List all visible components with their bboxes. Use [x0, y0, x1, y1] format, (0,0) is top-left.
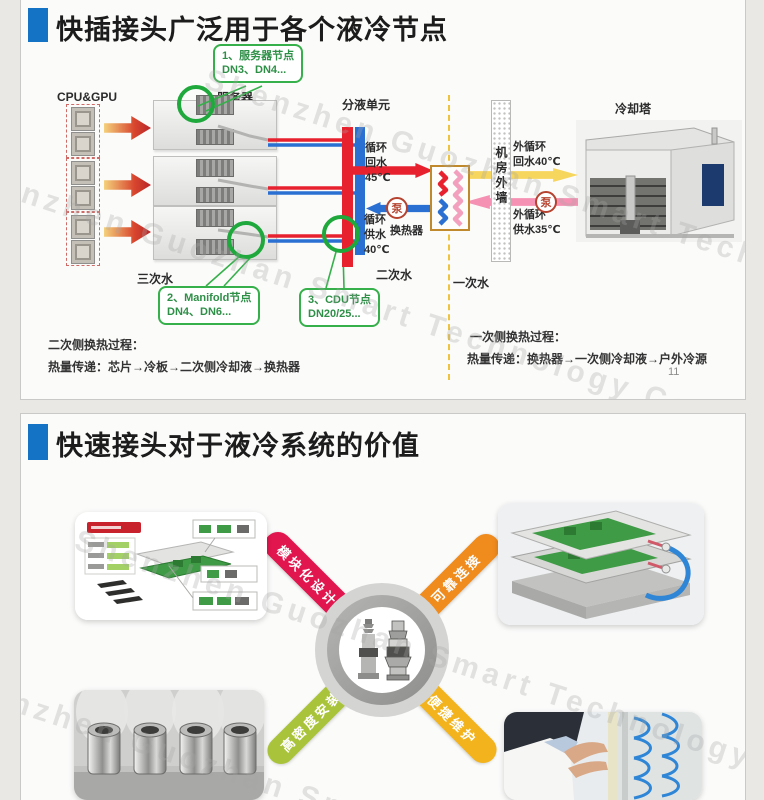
- cpu-chip-group: [66, 158, 100, 212]
- heat-exchanger-box: [430, 165, 470, 231]
- cpu-chip: [71, 240, 95, 264]
- quick-connector-image: [339, 607, 425, 693]
- title-bullet-square: [28, 8, 48, 42]
- primary-process-path: 热量传递：换热器→一次侧冷却液→户外冷源: [467, 352, 708, 366]
- cpu-chip: [71, 215, 95, 239]
- circulation-supply-text: 循环 供水 40℃: [364, 214, 390, 256]
- room-wall: [491, 100, 511, 262]
- secondary-process-path: 热量传递：芯片→冷板→二次侧冷却液→换热器: [48, 360, 301, 374]
- slide1-title: 快插接头广泛用于各个液冷节点: [56, 15, 448, 45]
- title-bullet-square: [28, 424, 48, 460]
- pump-secondary: 泵: [386, 197, 408, 219]
- highlight-circle-server-node: [177, 85, 215, 123]
- label-cooling-tower: 冷却塔: [615, 102, 652, 116]
- slide2-title: 快速接头对于液冷系统的价值: [56, 431, 420, 461]
- label-heat-exchanger: 换热器: [390, 225, 423, 237]
- return-water-arrow: [353, 163, 433, 178]
- easy-maintenance-image: [504, 712, 702, 800]
- circulation-return-text: 循环 回水 45℃: [365, 142, 391, 184]
- ext-supply-text: 外循环 供水35℃: [513, 209, 561, 236]
- cpu-chip: [71, 161, 95, 185]
- cold-plate: [196, 187, 234, 203]
- label-tertiary-water: 三次水: [137, 272, 174, 286]
- primary-process-title: 一次侧换热过程：: [470, 330, 567, 344]
- label-cpu-gpu: CPU&GPU: [57, 90, 118, 104]
- callout-manifold-node: 2、Manifold节点 DN4、DN6...: [158, 286, 261, 325]
- label-secondary-water: 二次水: [376, 268, 413, 282]
- high-density-image: [74, 690, 264, 800]
- reliable-connection-image: [498, 503, 704, 625]
- highlight-circle-manifold-node: [227, 221, 265, 259]
- callout-cdu-node: 3、CDU节点 DN20/25...: [299, 288, 380, 327]
- server-unit-3: [153, 206, 277, 260]
- cold-plate: [196, 129, 234, 145]
- secondary-process-title: 二次侧换热过程：: [48, 338, 145, 352]
- label-primary-water: 一次水: [453, 276, 490, 290]
- manifold-hot-bar: [342, 127, 353, 267]
- ext-return-text: 外循环 回水40℃: [513, 141, 561, 168]
- highlight-circle-cdu-node: [322, 215, 360, 253]
- loop-boundary-dashed-line: [448, 95, 450, 380]
- cpu-chip: [71, 132, 95, 156]
- label-distribution-unit: 分液单元: [342, 98, 391, 112]
- cpu-chip-group: [66, 212, 100, 266]
- cold-plate: [196, 209, 234, 227]
- callout-server-node: 1、服务器节点 DN3、DN4...: [213, 44, 304, 83]
- page-number: 11: [668, 366, 680, 378]
- cold-plate: [196, 159, 234, 177]
- pump-primary: 泵: [535, 191, 557, 213]
- manifold-cold-bar: [355, 127, 365, 255]
- label-room-wall: 机房外墙: [494, 146, 508, 206]
- cooling-tower-image: [576, 120, 742, 242]
- server-unit-2: [153, 156, 277, 206]
- cpu-chip: [71, 107, 95, 131]
- modular-design-image: [75, 512, 267, 620]
- cpu-chip: [71, 186, 95, 210]
- server-unit-1: [153, 95, 277, 150]
- heat-exchanger-coils: [437, 169, 464, 227]
- cpu-chip-group: [66, 104, 100, 158]
